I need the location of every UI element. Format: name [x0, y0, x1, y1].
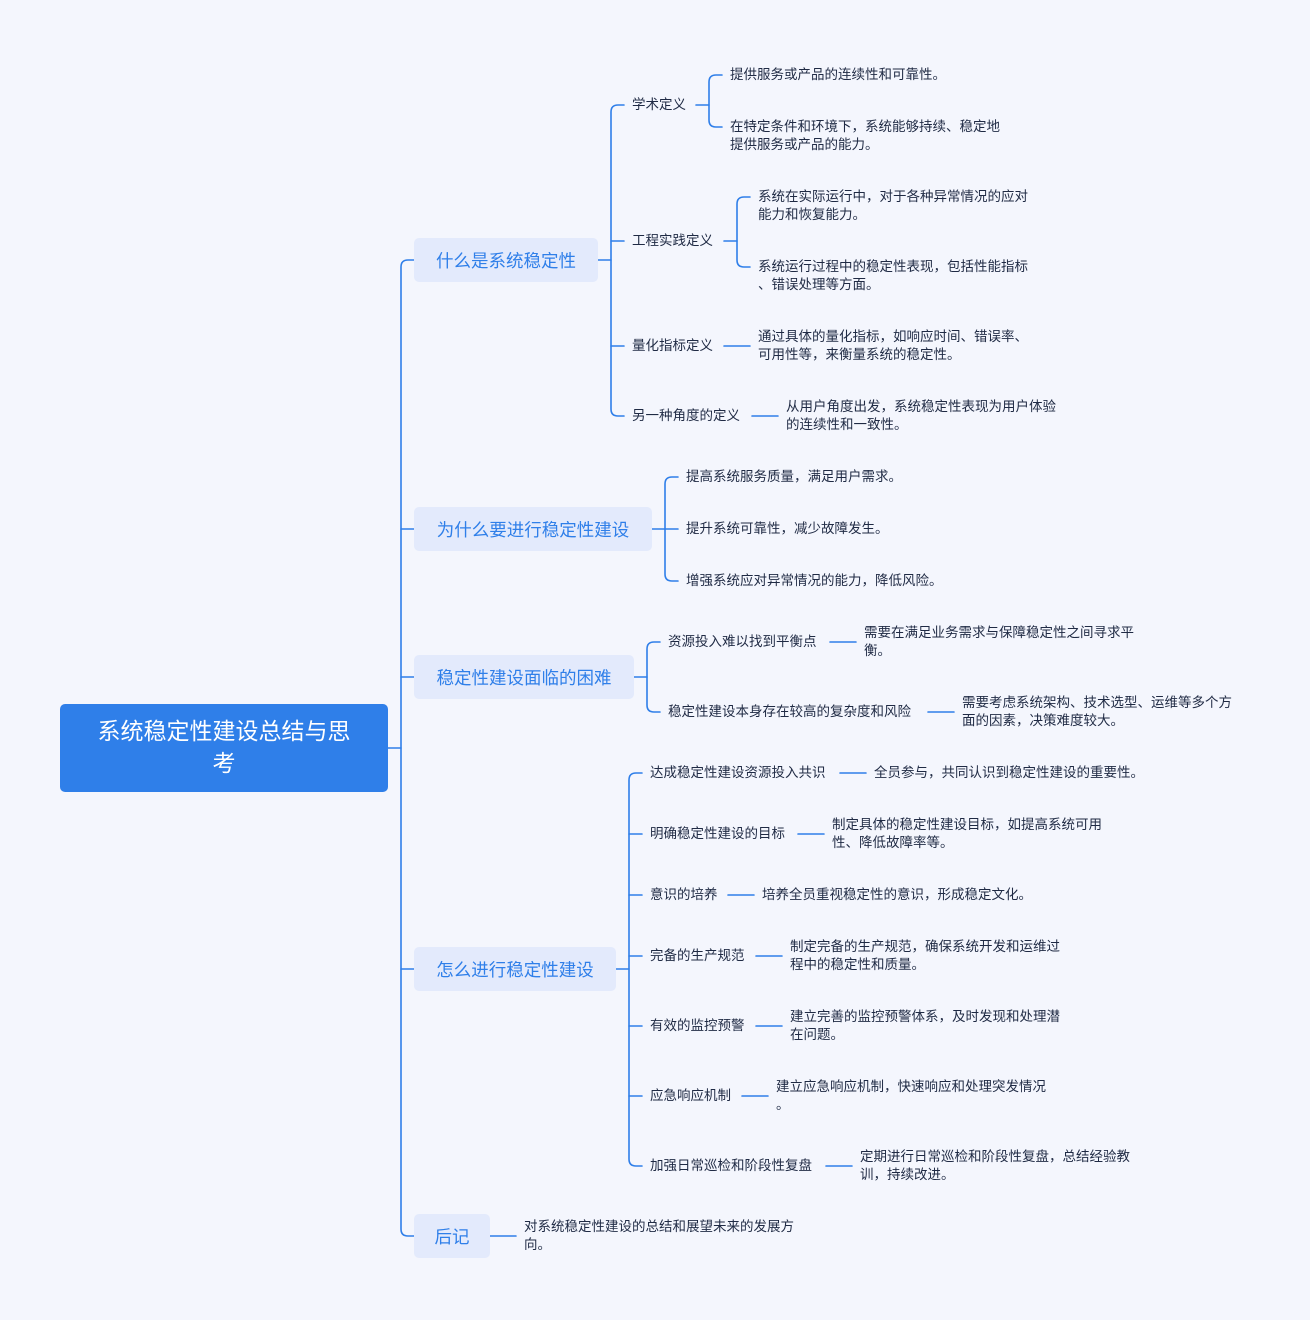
branch-how-stability[interactable]: 怎么进行稳定性建设: [414, 947, 616, 991]
detail-quantitative[interactable]: 通过具体的量化指标，如响应时间、错误率、可用性等，来衡量系统的稳定性。: [758, 329, 1028, 363]
topic-inspection-review[interactable]: 加强日常巡检和阶段性复盘: [650, 1158, 812, 1174]
detail-monitoring[interactable]: 建立完善的监控预警体系，及时发现和处理潜在问题。: [790, 1009, 1060, 1043]
detail-complexity-risk[interactable]: 需要考虑系统架构、技术选型、运维等多个方面的因素，决策难度较大。: [962, 695, 1232, 729]
branch-difficulties[interactable]: 稳定性建设面临的困难: [414, 655, 634, 699]
connector-line-10: [708, 74, 723, 128]
connector-line-1: [400, 259, 415, 1237]
detail-inspection-review[interactable]: 定期进行日常巡检和阶段性复盘，总结经验教训，持续改进。: [860, 1149, 1130, 1183]
root-topic[interactable]: 系统稳定性建设总结与思考: [60, 704, 388, 792]
topic-awareness[interactable]: 意识的培养: [650, 887, 718, 903]
detail-academic-1[interactable]: 提供服务或产品的连续性和可靠性。: [730, 67, 946, 83]
detail-engineering-2[interactable]: 系统运行过程中的稳定性表现，包括性能指标、错误处理等方面。: [758, 259, 1028, 293]
detail-consensus[interactable]: 全员参与，共同认识到稳定性建设的重要性。: [874, 765, 1144, 781]
detail-awareness[interactable]: 培养全员重视稳定性的意识，形成稳定文化。: [762, 887, 1032, 903]
branch-label: 为什么要进行稳定性建设: [436, 520, 630, 541]
topic-quantitative-definition[interactable]: 量化指标定义: [632, 338, 713, 354]
detail-resource-balance[interactable]: 需要在满足业务需求与保障稳定性之间寻求平衡。: [864, 625, 1134, 659]
branch-why-stability[interactable]: 为什么要进行稳定性建设: [414, 507, 652, 551]
topic-consensus[interactable]: 达成稳定性建设资源投入共识: [650, 765, 826, 781]
connector-line-12: [736, 196, 751, 268]
detail-goals[interactable]: 制定具体的稳定性建设目标，如提高系统可用性、降低故障率等。: [832, 817, 1102, 851]
detail-alternative[interactable]: 从用户角度出发，系统稳定性表现为用户体验的连续性和一致性。: [786, 399, 1056, 433]
branch-label: 稳定性建设面临的困难: [436, 668, 612, 689]
topic-academic-definition[interactable]: 学术定义: [632, 97, 686, 113]
leaf-why-3[interactable]: 增强系统应对异常情况的能力，降低风险。: [686, 573, 943, 589]
detail-engineering-1[interactable]: 系统在实际运行中，对于各种异常情况的应对能力和恢复能力。: [758, 189, 1028, 223]
connector-line-23: [628, 772, 643, 1167]
topic-production-standards[interactable]: 完备的生产规范: [650, 948, 745, 964]
topic-resource-balance[interactable]: 资源投入难以找到平衡点: [668, 634, 817, 650]
topic-goals[interactable]: 明确稳定性建设的目标: [650, 826, 785, 842]
detail-academic-2[interactable]: 在特定条件和环境下，系统能够持续、稳定地提供服务或产品的能力。: [730, 119, 1000, 153]
topic-alternative-definition[interactable]: 另一种角度的定义: [632, 408, 740, 424]
leaf-why-1[interactable]: 提高系统服务质量，满足用户需求。: [686, 469, 902, 485]
topic-monitoring[interactable]: 有效的监控预警: [650, 1018, 745, 1034]
detail-postscript[interactable]: 对系统稳定性建设的总结和展望未来的发展方向。: [524, 1219, 794, 1253]
connector-line-6: [610, 104, 625, 417]
leaf-why-2[interactable]: 提升系统可靠性，减少故障发生。: [686, 521, 889, 537]
detail-emergency-response[interactable]: 建立应急响应机制，快速响应和处理突发情况。: [776, 1079, 1046, 1113]
branch-what-is-stability[interactable]: 什么是系统稳定性: [414, 238, 598, 282]
branch-postscript[interactable]: 后记: [414, 1214, 490, 1258]
branch-label: 怎么进行稳定性建设: [436, 960, 594, 981]
topic-complexity-risk[interactable]: 稳定性建设本身存在较高的复杂度和风险: [668, 704, 911, 720]
detail-production-standards[interactable]: 制定完备的生产规范，确保系统开发和运维过程中的稳定性和质量。: [790, 939, 1060, 973]
topic-engineering-definition[interactable]: 工程实践定义: [632, 233, 713, 249]
branch-label: 什么是系统稳定性: [436, 251, 576, 272]
connector-line-19: [646, 641, 661, 713]
branch-label: 后记: [434, 1227, 470, 1248]
topic-emergency-response[interactable]: 应急响应机制: [650, 1088, 731, 1104]
root-topic-label: 系统稳定性建设总结与思考: [97, 719, 351, 777]
